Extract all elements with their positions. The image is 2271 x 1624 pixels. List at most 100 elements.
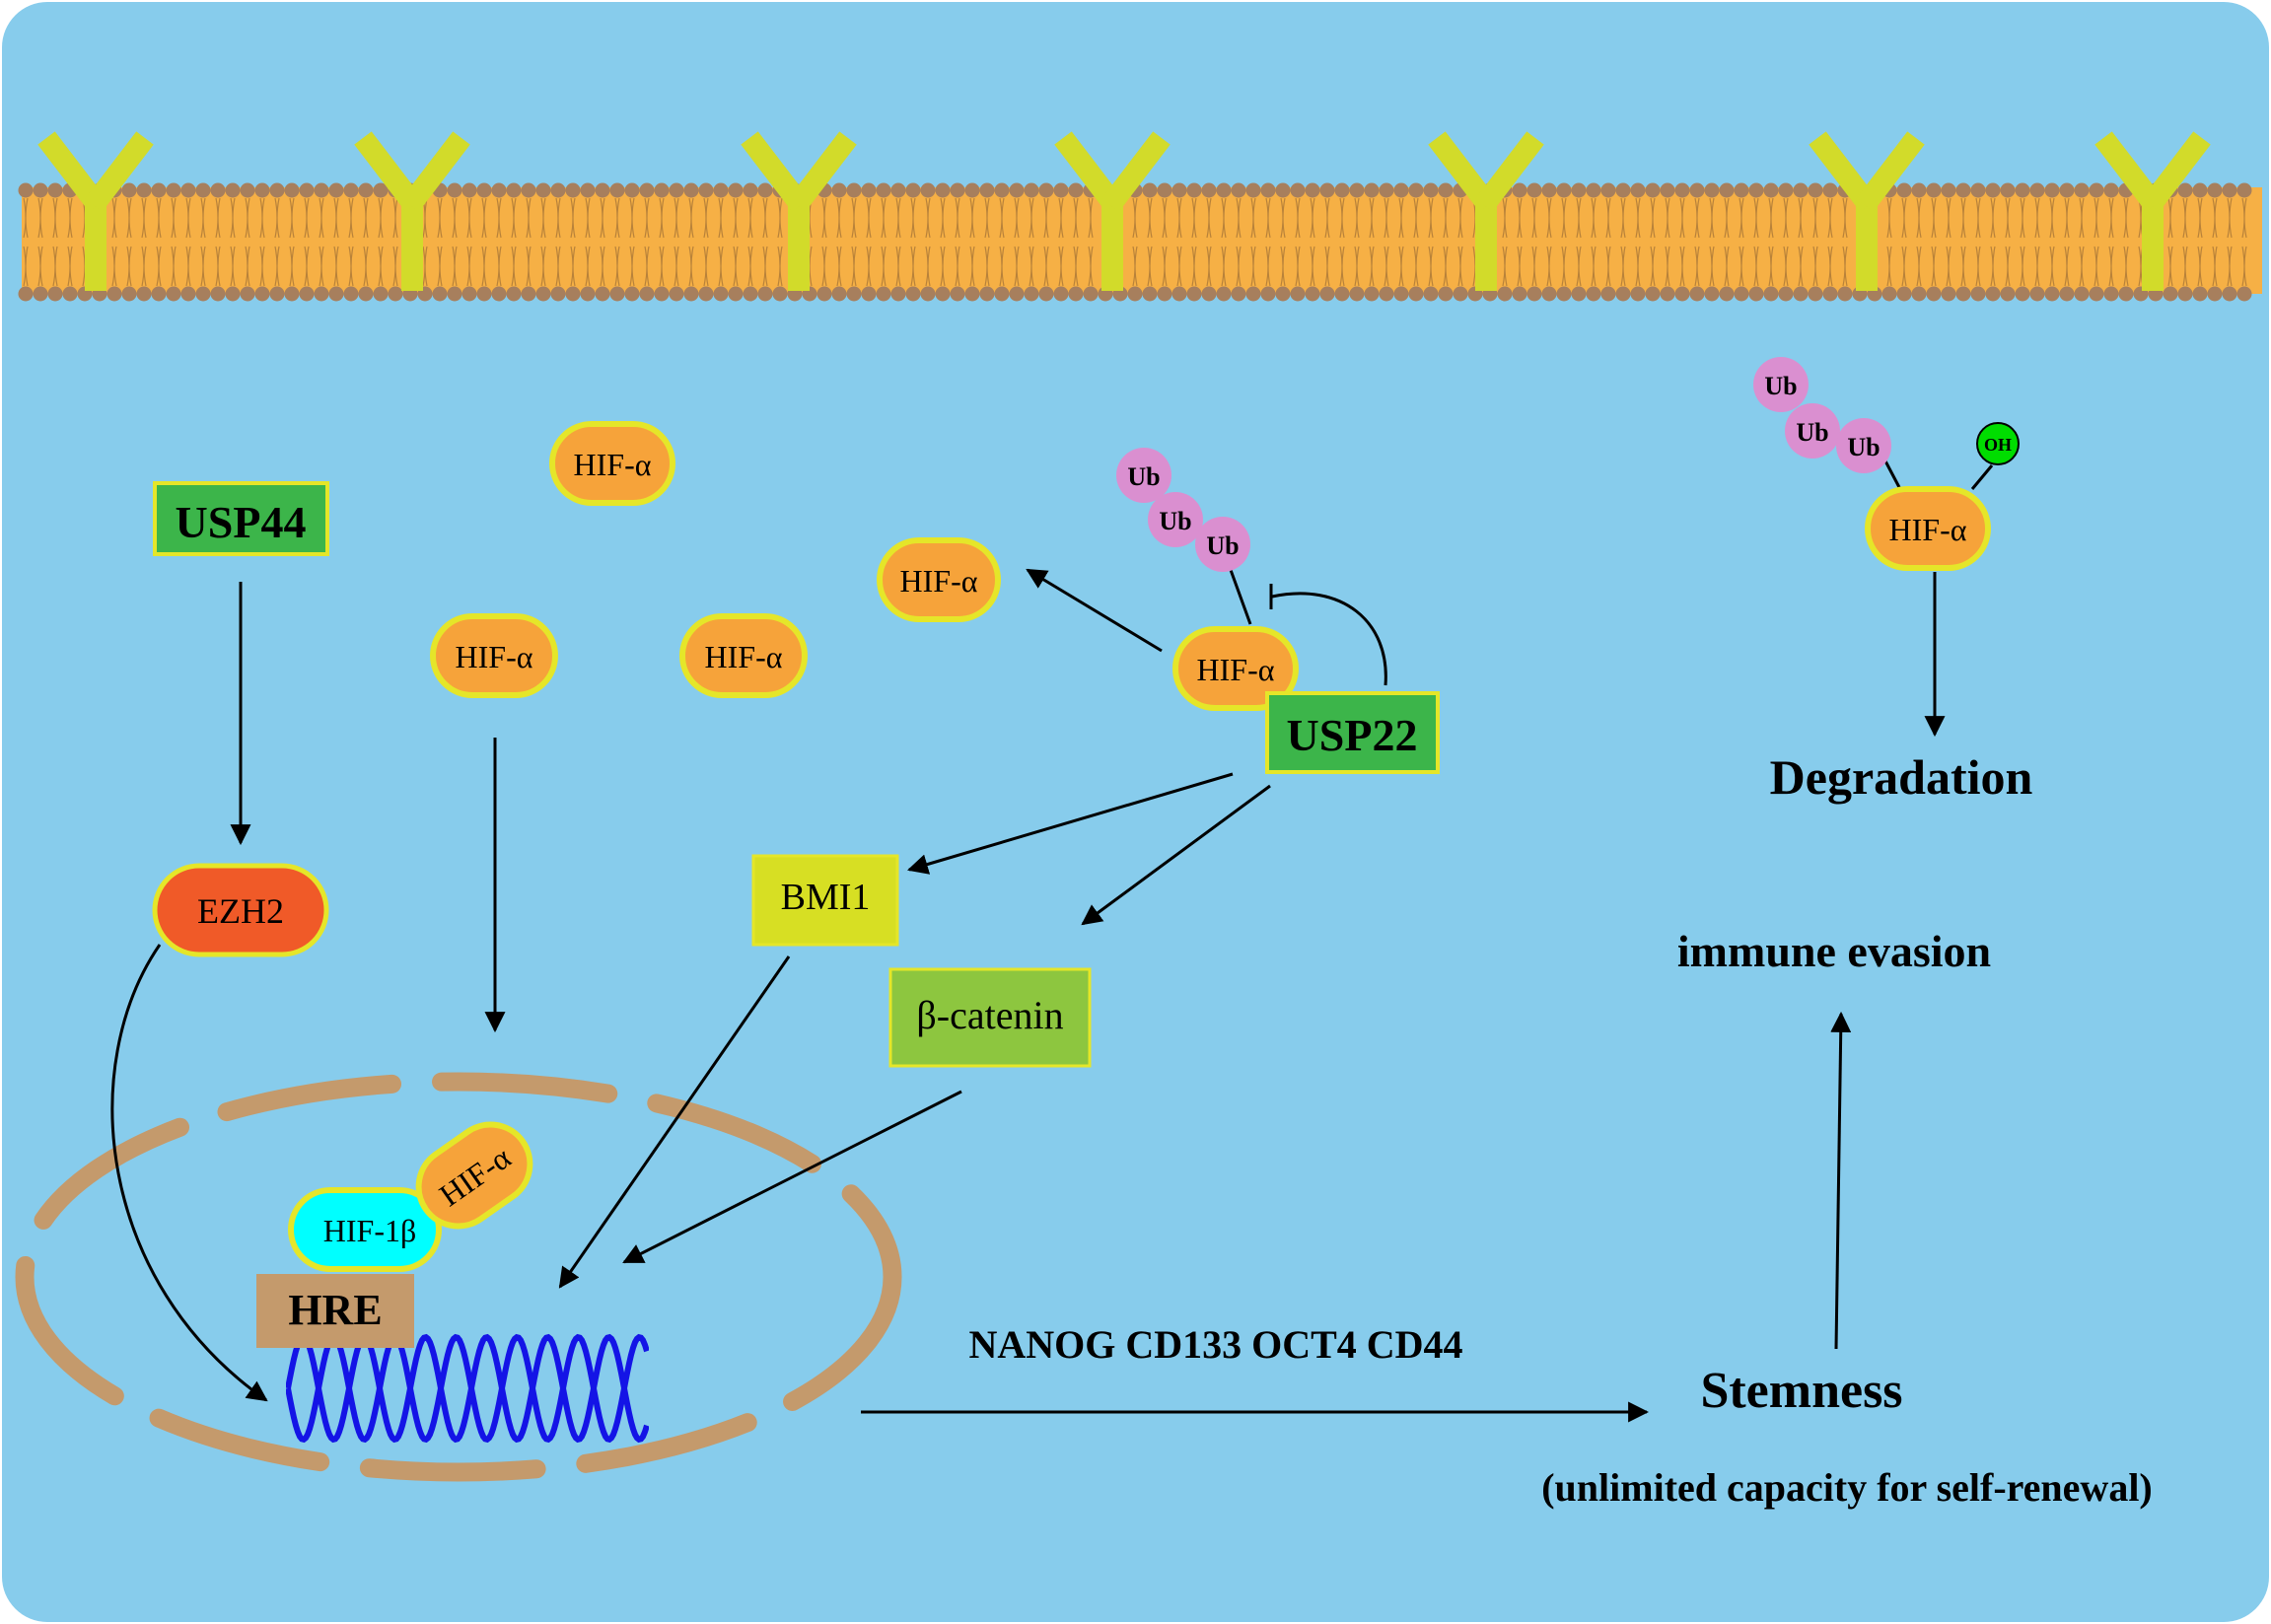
lipid-head — [1630, 286, 1646, 302]
usp44-box: USP44 — [153, 481, 329, 556]
lipid-head — [639, 286, 655, 302]
lipid-head — [964, 286, 980, 302]
lipid-head — [106, 286, 122, 302]
lipid-head — [1808, 182, 1823, 198]
ezh2-label: EZH2 — [197, 891, 284, 931]
lipid-head — [1571, 182, 1587, 198]
lipid-tail — [925, 197, 931, 287]
lipid-head — [1379, 182, 1394, 198]
lipid-head — [1778, 286, 1794, 302]
lipid-head — [846, 182, 862, 198]
lipid-head — [1216, 286, 1232, 302]
lipid-head — [698, 286, 714, 302]
lipid-head — [2000, 182, 2016, 198]
arrow-beta-catenin-to-dna — [622, 1090, 962, 1264]
receptor-icon — [354, 131, 470, 291]
lipid-head — [1512, 286, 1527, 302]
lipid-tail — [422, 197, 428, 287]
lipid-tail — [1029, 197, 1034, 287]
lipid-tail — [1058, 197, 1064, 287]
lipid-head — [1748, 286, 1764, 302]
lipid-tail — [969, 197, 975, 287]
lipid-head — [491, 182, 507, 198]
lipid-tail — [511, 197, 517, 287]
lipid-head — [2192, 286, 2208, 302]
lipid-head — [343, 286, 359, 302]
usp22-label: USP22 — [1287, 710, 1418, 760]
lipid-tail — [600, 197, 605, 287]
lipid-tail — [1324, 197, 1330, 287]
lipid-head — [1408, 286, 1424, 302]
lipid-tail — [1546, 197, 1552, 287]
lipid-head — [2103, 182, 2119, 198]
lipid-head — [1053, 182, 1069, 198]
lipid-head — [683, 182, 699, 198]
lipid-tail — [540, 197, 546, 287]
lipid-head — [624, 286, 640, 302]
lipid-tail — [1650, 197, 1656, 287]
lipid-tail — [466, 197, 472, 287]
lipid-tail — [230, 197, 236, 287]
lipid-tail — [1443, 197, 1449, 287]
stemness-note-label: (unlimited capacity for self-renewal) — [1541, 1465, 2153, 1510]
hif-1b: HIF-1β — [288, 1187, 442, 1272]
membrane-receptors — [37, 131, 2211, 291]
lipid-tail — [1946, 197, 1952, 287]
receptor-icon — [1428, 131, 1544, 291]
lipid-head — [1349, 286, 1365, 302]
lipid-head — [2000, 286, 2016, 302]
lipid-head — [373, 182, 389, 198]
hif-alpha-free-2: HIF-α — [430, 613, 558, 698]
lipid-head — [2089, 286, 2104, 302]
lipid-head — [240, 286, 255, 302]
lipid-tail — [215, 197, 221, 287]
lipid-tail — [304, 197, 310, 287]
ub-label: Ub — [1159, 507, 1191, 535]
lipid-tail — [1162, 197, 1168, 287]
ubiquitin-chain-usp22: Ub Ub Ub — [1116, 448, 1250, 572]
lipid-head — [1955, 286, 1971, 302]
ubiquitin-chain-degradation: Ub Ub Ub — [1753, 357, 1891, 473]
lipid-head — [62, 286, 78, 302]
lipid-head — [1689, 182, 1705, 198]
lipid-head — [964, 182, 980, 198]
lipid-head — [1319, 182, 1335, 198]
lipid-tail — [1191, 197, 1197, 287]
lipid-head — [506, 182, 522, 198]
lipid-head — [269, 286, 285, 302]
lipid-tail — [259, 197, 265, 287]
lipid-tail — [1916, 197, 1922, 287]
lipid-head — [1763, 182, 1779, 198]
lipid-head — [1245, 182, 1261, 198]
lipid-head — [2103, 286, 2119, 302]
lipid-head — [565, 182, 581, 198]
lipid-head — [1734, 182, 1749, 198]
lipid-head — [1881, 286, 1897, 302]
immune-evasion-label: immune evasion — [1677, 926, 1991, 976]
lipid-head — [491, 286, 507, 302]
lipid-tail — [1931, 197, 1937, 287]
lipid-head — [447, 182, 462, 198]
lipid-tail — [348, 197, 354, 287]
hif-alpha-label: HIF-α — [574, 447, 652, 482]
lipid-head — [550, 286, 566, 302]
lipid-head — [1586, 286, 1601, 302]
lipid-head — [535, 182, 551, 198]
lipid-head — [876, 182, 891, 198]
lipid-tail — [674, 197, 679, 287]
lipid-head — [950, 182, 965, 198]
lipid-head — [151, 286, 167, 302]
lipid-head — [1157, 182, 1172, 198]
lipid-tail — [688, 197, 694, 287]
lipid-head — [890, 182, 906, 198]
lipid-tail — [1812, 197, 1818, 287]
lipid-head — [1571, 286, 1587, 302]
hydroxyl-group: OH — [1976, 422, 2020, 465]
lipid-tail — [1679, 197, 1685, 287]
hif-alpha-label: HIF-α — [456, 639, 533, 674]
lipid-head — [1497, 286, 1513, 302]
dna-strand-b — [286, 1333, 649, 1444]
lipid-tail — [1398, 197, 1404, 287]
lipid-tail — [1502, 197, 1508, 287]
connectors — [110, 453, 1994, 1423]
